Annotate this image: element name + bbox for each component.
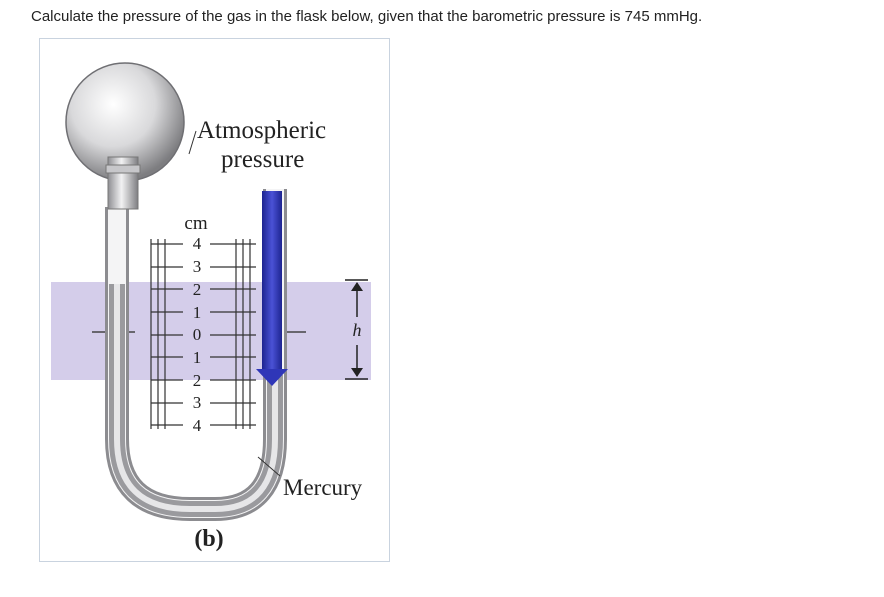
scale-tick-label: 4 bbox=[193, 234, 202, 253]
scale-tick-label: 1 bbox=[193, 303, 202, 322]
mercury-leader-line bbox=[257, 456, 281, 477]
scale-numbers: 4 3 2 1 0 1 2 3 4 bbox=[193, 234, 202, 435]
atmospheric-arrow-shaft bbox=[262, 191, 282, 369]
scale-unit-label: cm bbox=[184, 213, 207, 234]
atmospheric-label-line1: Atmospheric bbox=[197, 117, 326, 144]
scale-tick-label: 0 bbox=[193, 325, 202, 344]
scale-tick-label: 1 bbox=[193, 348, 202, 367]
scale-lines bbox=[150, 239, 256, 429]
manometer-figure: cm 4 3 2 1 0 1 2 3 4 h Atmospheric press… bbox=[39, 38, 390, 562]
scale-tick-label: 3 bbox=[193, 257, 202, 276]
scale-tick-label: 2 bbox=[193, 280, 202, 299]
atmospheric-arrow-head bbox=[256, 369, 288, 386]
height-dimension bbox=[345, 279, 368, 380]
figure-caption: (b) bbox=[194, 526, 223, 552]
question-text: Calculate the pressure of the gas in the… bbox=[31, 8, 703, 25]
pressure-band bbox=[51, 282, 371, 380]
height-label: h bbox=[353, 320, 362, 340]
scale-tick-label: 3 bbox=[193, 393, 202, 412]
mercury-label: Mercury bbox=[283, 475, 363, 500]
scale-tick-label: 4 bbox=[193, 416, 202, 435]
manometer-diagram: cm 4 3 2 1 0 1 2 3 4 h Atmospheric press… bbox=[51, 62, 371, 552]
atmospheric-label-line2: pressure bbox=[221, 146, 304, 173]
scale-tick-label: 2 bbox=[193, 371, 202, 390]
